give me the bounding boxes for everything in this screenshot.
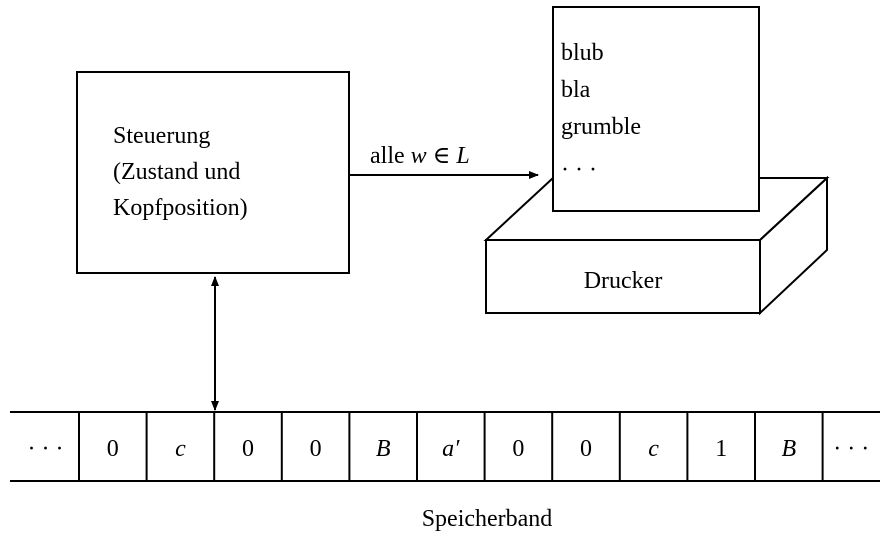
control-box bbox=[76, 71, 350, 274]
output-arrow-label: alle w ∈ L bbox=[370, 143, 470, 169]
tape-cell: B bbox=[781, 436, 796, 462]
tape-cell: c bbox=[648, 436, 659, 462]
paper-line-1: blub bbox=[561, 40, 604, 66]
tape-cell: B bbox=[376, 436, 391, 462]
printer-label: Drucker bbox=[584, 268, 663, 294]
tape-cell: 0 bbox=[242, 436, 254, 462]
tape-cell: 0 bbox=[512, 436, 524, 462]
tape-cell: 1 bbox=[715, 436, 727, 462]
control-unit: Steuerung (Zustand und Kopfposition) bbox=[76, 71, 350, 274]
tape-cell: · · · bbox=[833, 436, 869, 462]
tape-cell: 0 bbox=[580, 436, 592, 462]
tape-cell: 0 bbox=[310, 436, 322, 462]
printer-paper: blub bla grumble · · · bbox=[552, 6, 760, 212]
printer-side-face bbox=[759, 175, 828, 316]
tape-dividers bbox=[78, 412, 824, 481]
tape-cell: c bbox=[175, 436, 186, 462]
tape-label: Speicherband bbox=[422, 506, 553, 532]
tape-cell: 0 bbox=[107, 436, 119, 462]
tape-cell: · · · bbox=[28, 436, 64, 462]
control-label-line-3: Kopfposition) bbox=[113, 195, 248, 221]
paper-line-4: · · · bbox=[561, 157, 597, 183]
paper-line-2: bla bbox=[561, 77, 591, 103]
printer-front-face bbox=[485, 239, 761, 314]
control-label-line-1: Steuerung bbox=[113, 123, 210, 149]
printer: Drucker bbox=[483, 175, 830, 316]
output-arrow: alle w ∈ L bbox=[349, 143, 539, 179]
paper-line-3: grumble bbox=[561, 114, 641, 140]
tape-cell: a′ bbox=[442, 436, 460, 462]
control-label-line-2: (Zustand und bbox=[113, 159, 240, 185]
paper-sheet bbox=[552, 6, 760, 212]
